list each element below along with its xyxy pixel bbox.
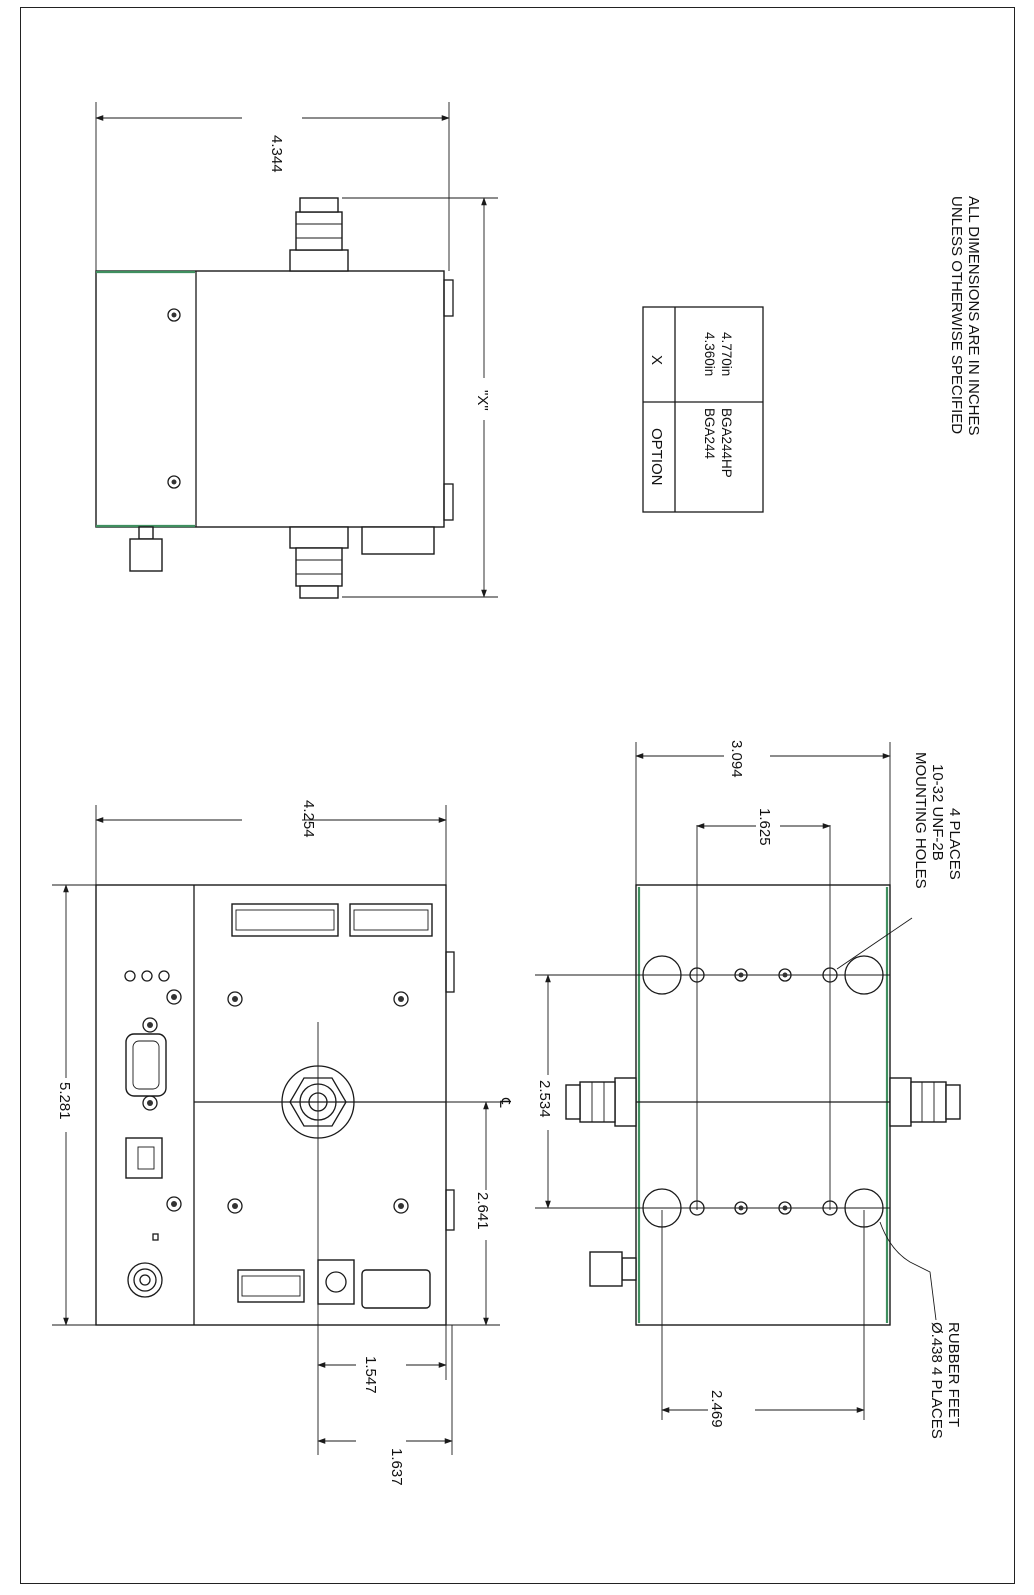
dim-bottom-height: 2.534: [536, 1080, 553, 1118]
dim-bottom-holes-span: 1.625: [756, 808, 773, 846]
dim-front-bottom-b: 1.637: [388, 1448, 405, 1486]
drawing-border: [20, 7, 1015, 1584]
table-row-option: BGA244HP: [719, 408, 734, 478]
general-notes: UNLESS OTHERWISE SPECIFIED ALL DIMENSION…: [948, 196, 982, 436]
table-header-x: X: [648, 355, 665, 365]
dim-front-length: 5.281: [56, 1082, 73, 1120]
top-view-body: [95, 270, 445, 528]
callout-mounting-line-3: 4 PLACES: [946, 808, 963, 880]
bottom-view-body: [635, 884, 891, 1326]
dim-front-bottom-a: 1.547: [362, 1356, 379, 1394]
centerline-symbol: ℄: [496, 1097, 513, 1108]
callout-feet-line-2: RUBBER FEET: [945, 1322, 962, 1427]
front-view: 4.254 5.281 2.641 ℄ 1.547 1.637: [52, 800, 513, 1486]
note-line-2: ALL DIMENSIONS ARE IN INCHES: [965, 196, 982, 436]
option-table: OPTION X BGA244 BGA244HP 4.360in 4.770in: [642, 306, 764, 513]
dim-top-height: 4.344: [268, 135, 285, 173]
callout-feet-line-1: Ø.438 4 PLACES: [928, 1322, 945, 1439]
bottom-view: 3.094 1.625 2.534 2.469 MOUNTING HOLES 1…: [535, 740, 963, 1439]
callout-mounting-line-2: 10-32 UNF-2B: [929, 764, 946, 861]
dim-front-offset: 2.641: [474, 1192, 491, 1230]
table-header-option: OPTION: [648, 428, 665, 486]
table-row-x: 4.360in: [702, 332, 717, 376]
dim-top-x: "X": [474, 390, 491, 411]
dim-bottom-feet-span: 2.469: [708, 1390, 725, 1428]
dim-bottom-width: 3.094: [728, 740, 745, 778]
top-view: 4.344 "X": [95, 102, 498, 599]
table-row-x: 4.770in: [719, 332, 734, 376]
note-line-1: UNLESS OTHERWISE SPECIFIED: [948, 196, 965, 434]
front-view-body: [95, 884, 447, 1326]
callout-mounting-line-1: MOUNTING HOLES: [912, 752, 929, 889]
table-row-option: BGA244: [702, 408, 717, 460]
dim-front-width: 4.254: [300, 800, 317, 838]
